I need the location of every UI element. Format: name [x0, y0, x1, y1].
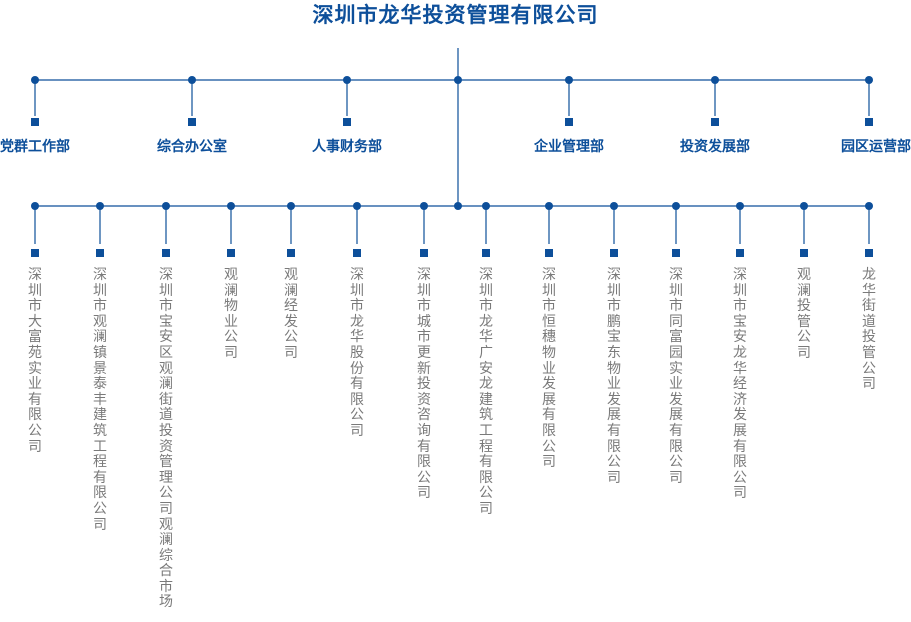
subsidiary-node-square [162, 249, 170, 257]
subsidiary-label: 深圳市宝安龙华经济发展有限公司 [733, 267, 747, 502]
subsidiary-node-square [610, 249, 618, 257]
subsidiary-label: 观澜投管公司 [797, 267, 811, 361]
department-label: 园区运营部 [841, 139, 911, 155]
subsidiary-node-square [736, 249, 744, 257]
subsidiary-junction-dot [454, 202, 462, 210]
department-label: 人事财务部 [312, 139, 382, 155]
subsidiary-label: 观澜物业公司 [224, 267, 238, 361]
subsidiary-label: 龙华街道投管公司 [862, 267, 876, 393]
subsidiary-node-square [420, 249, 428, 257]
department-node-square [565, 118, 573, 126]
org-title: 深圳市龙华投资管理有限公司 [312, 3, 599, 27]
subsidiary-label: 深圳市恒穗物业发展有限公司 [542, 267, 556, 471]
department-label: 投资发展部 [680, 139, 750, 155]
department-node-square [31, 118, 39, 126]
department-label: 党群工作部 [0, 139, 70, 155]
department-label: 企业管理部 [534, 139, 604, 155]
department-node-square [188, 118, 196, 126]
subsidiary-node-square [865, 249, 873, 257]
subsidiary-label: 深圳市大富苑实业有限公司 [28, 267, 42, 455]
subsidiary-node-square [482, 249, 490, 257]
subsidiary-node-square [227, 249, 235, 257]
subsidiary-node-square [353, 249, 361, 257]
subsidiary-node-square [31, 249, 39, 257]
subsidiary-node-square [672, 249, 680, 257]
subsidiary-label: 深圳市同富园实业发展有限公司 [669, 267, 683, 486]
department-junction-dot [454, 76, 462, 84]
department-label: 综合办公室 [157, 139, 227, 155]
subsidiary-label: 深圳市龙华股份有限公司 [350, 267, 364, 439]
subsidiary-node-square [545, 249, 553, 257]
subsidiary-label: 深圳市城市更新投资咨询有限公司 [417, 267, 431, 502]
subsidiary-node-square [96, 249, 104, 257]
subsidiary-label: 深圳市鹏宝东物业发展有限公司 [607, 267, 621, 486]
department-node-square [343, 118, 351, 126]
subsidiary-label: 深圳市龙华广安龙建筑工程有限公司 [479, 267, 493, 517]
subsidiary-label: 深圳市观澜镇景泰丰建筑工程有限公司 [93, 267, 107, 533]
department-node-square [711, 118, 719, 126]
subsidiary-node-square [800, 249, 808, 257]
department-node-square [865, 118, 873, 126]
subsidiary-label: 深圳市宝安区观澜街道投资管理公司观澜综合市场 [159, 267, 173, 611]
subsidiary-label: 观澜经发公司 [284, 267, 298, 361]
subsidiary-node-square [287, 249, 295, 257]
